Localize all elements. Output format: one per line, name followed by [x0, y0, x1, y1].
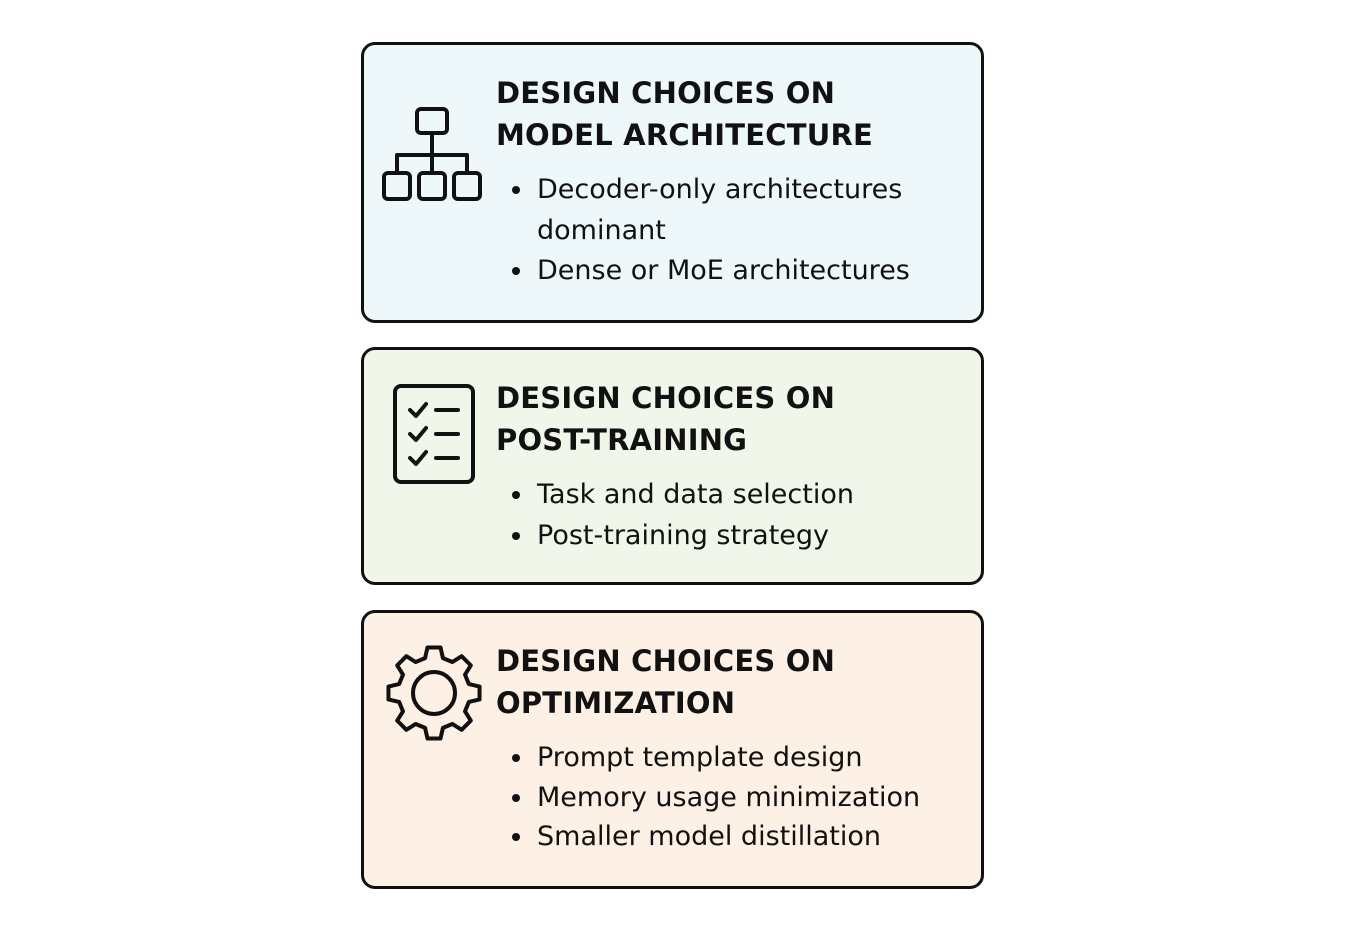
hierarchy-icon — [382, 103, 486, 207]
card-title-line: POST-TRAINING — [496, 423, 748, 457]
list-item: Dense or MoE architectures — [535, 251, 975, 292]
bullet-list: Prompt template design Memory usage mini… — [509, 738, 975, 857]
card-optimization: DESIGN CHOICES ON OPTIMIZATION Prompt te… — [361, 610, 984, 889]
card-title: DESIGN CHOICES ON OPTIMIZATION — [496, 640, 966, 724]
list-item: Prompt template design — [535, 738, 975, 778]
card-title-line: DESIGN CHOICES ON — [496, 644, 836, 678]
card-title-line: DESIGN CHOICES ON — [496, 381, 836, 415]
bullet-list: Task and data selection Post-training st… — [509, 475, 975, 556]
card-title-line: MODEL ARCHITECTURE — [496, 118, 874, 152]
list-item: Decoder-only architectures dominant — [535, 170, 975, 251]
list-item: Memory usage minimization — [535, 778, 975, 818]
list-item: Post-training strategy — [535, 516, 975, 557]
card-model-architecture: DESIGN CHOICES ON MODEL ARCHITECTURE Dec… — [361, 42, 984, 323]
list-item: Task and data selection — [535, 475, 975, 516]
list-item: Smaller model distillation — [535, 817, 975, 857]
card-post-training: DESIGN CHOICES ON POST-TRAINING Task and… — [361, 347, 984, 585]
checklist-icon — [382, 380, 486, 484]
gear-icon — [382, 641, 486, 745]
card-title: DESIGN CHOICES ON MODEL ARCHITECTURE — [496, 72, 966, 156]
card-title-line: DESIGN CHOICES ON — [496, 76, 836, 110]
card-title-line: OPTIMIZATION — [496, 686, 736, 720]
card-title: DESIGN CHOICES ON POST-TRAINING — [496, 377, 966, 461]
bullet-list: Decoder-only architectures dominant Dens… — [509, 170, 975, 292]
